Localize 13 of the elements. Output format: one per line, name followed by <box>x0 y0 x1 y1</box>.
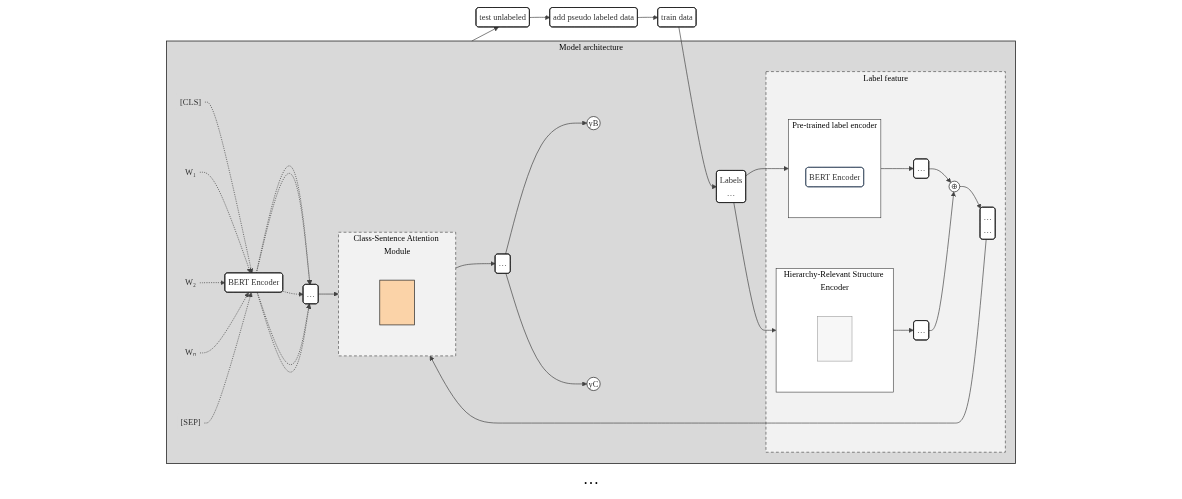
node-box <box>817 315 853 361</box>
node-circle: ⊕ <box>948 180 961 192</box>
node-text: [SEP] <box>180 417 201 427</box>
node-text: W₂ <box>185 277 197 287</box>
cluster: Class-Sentence Attention Module <box>338 231 456 356</box>
ellipsis-label: … <box>583 470 599 487</box>
node-circle: yB <box>586 115 601 130</box>
node-circle: yC <box>586 376 601 391</box>
node-text: Wₙ <box>184 347 197 357</box>
node-text: W₁ <box>185 166 197 176</box>
node-text: [CLS] <box>180 96 202 106</box>
cluster: Hierarchy-Relevant Structure Encoder <box>775 267 894 392</box>
node-box <box>379 279 415 325</box>
